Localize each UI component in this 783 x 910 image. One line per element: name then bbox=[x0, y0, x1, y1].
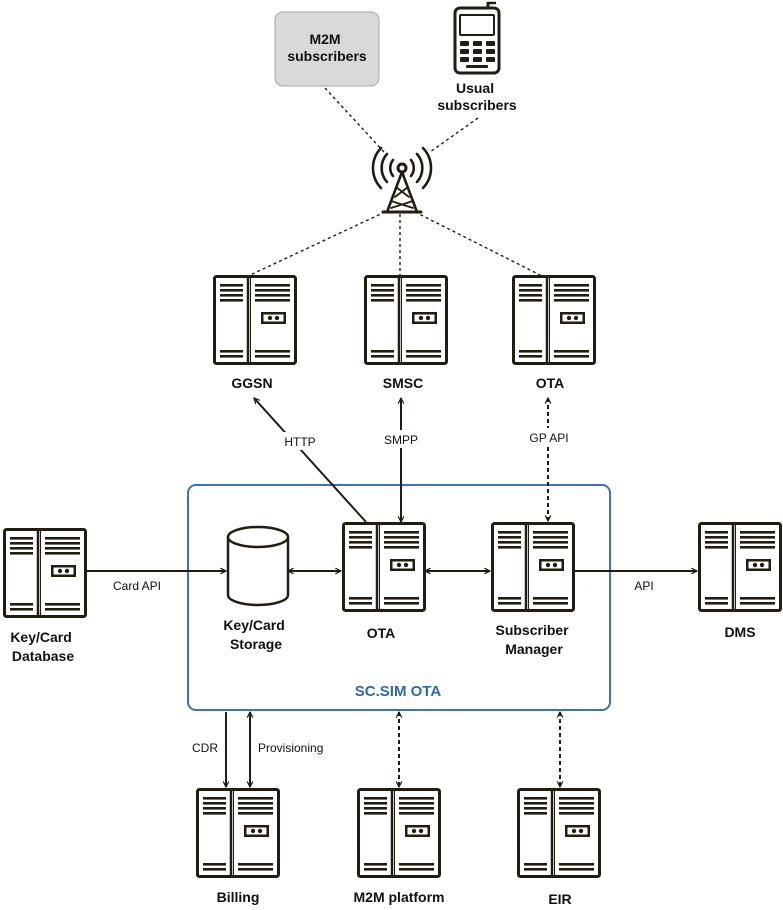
subscriber-manager-server-icon bbox=[491, 522, 575, 612]
m2m-platform-label: M2M platform bbox=[354, 889, 445, 905]
billing-label: Billing bbox=[217, 889, 260, 905]
connections bbox=[86, 398, 697, 787]
usual-subscribers-label: Usual subscribers bbox=[437, 80, 517, 113]
subscriber-manager-line-2: Manager bbox=[505, 641, 563, 657]
key-card-storage-line-2: Storage bbox=[230, 636, 282, 652]
usual-subscribers-line-1: Usual bbox=[456, 80, 494, 96]
subscriber-manager-label: Subscriber Manager bbox=[495, 622, 572, 657]
key-card-database-line-1: Key/Card bbox=[10, 629, 71, 645]
key-card-database-label: Key/Card Database bbox=[10, 629, 75, 664]
ggsn-label: GGSN bbox=[231, 375, 272, 391]
key-card-database-line-2: Database bbox=[12, 648, 74, 664]
billing-server-icon bbox=[196, 788, 280, 878]
api-edge-label: API bbox=[634, 579, 653, 593]
eir-label: EIR bbox=[548, 891, 571, 907]
http-link bbox=[254, 398, 367, 523]
m2m-subscribers-label: M2M subscribers bbox=[287, 31, 367, 64]
sc-sim-ota-title: SC.SIM OTA bbox=[355, 683, 442, 700]
eir-server-icon bbox=[517, 788, 601, 878]
m2m-platform-server-icon bbox=[357, 788, 441, 878]
ota-server-icon bbox=[342, 522, 426, 612]
database-icon bbox=[226, 525, 290, 607]
key-card-storage-line-1: Key/Card bbox=[223, 617, 284, 633]
ota-label: OTA bbox=[367, 625, 396, 641]
ggsn-server-icon bbox=[213, 275, 297, 365]
smsc-label: SMSC bbox=[383, 375, 423, 391]
antenna-icon bbox=[371, 146, 433, 214]
m2m-subscribers-line-2: subscribers bbox=[287, 48, 367, 64]
provisioning-edge-label: Provisioning bbox=[258, 741, 323, 755]
smsc-server-icon bbox=[364, 275, 448, 365]
usual-subscribers-line-2: subscribers bbox=[437, 97, 517, 113]
dms-server-icon bbox=[698, 522, 782, 612]
mobile-phone-icon bbox=[453, 1, 501, 75]
key-card-database-server-icon bbox=[3, 528, 87, 618]
smpp-edge-label: SMPP bbox=[384, 433, 418, 447]
key-card-storage-label: Key/Card Storage bbox=[223, 617, 288, 652]
dms-label: DMS bbox=[724, 624, 755, 640]
m2m-subscribers-line-1: M2M bbox=[309, 31, 340, 47]
http-edge-label: HTTP bbox=[284, 435, 315, 449]
radio-links bbox=[247, 87, 543, 277]
subscriber-manager-line-1: Subscriber bbox=[495, 622, 569, 638]
card-api-edge-label: Card API bbox=[113, 579, 161, 593]
m2m-subscribers-box bbox=[274, 11, 380, 87]
cdr-edge-label: CDR bbox=[192, 741, 218, 755]
gp-api-edge-label: GP API bbox=[529, 431, 568, 445]
ota-top-label: OTA bbox=[536, 375, 565, 391]
ota-top-server-icon bbox=[512, 275, 596, 365]
